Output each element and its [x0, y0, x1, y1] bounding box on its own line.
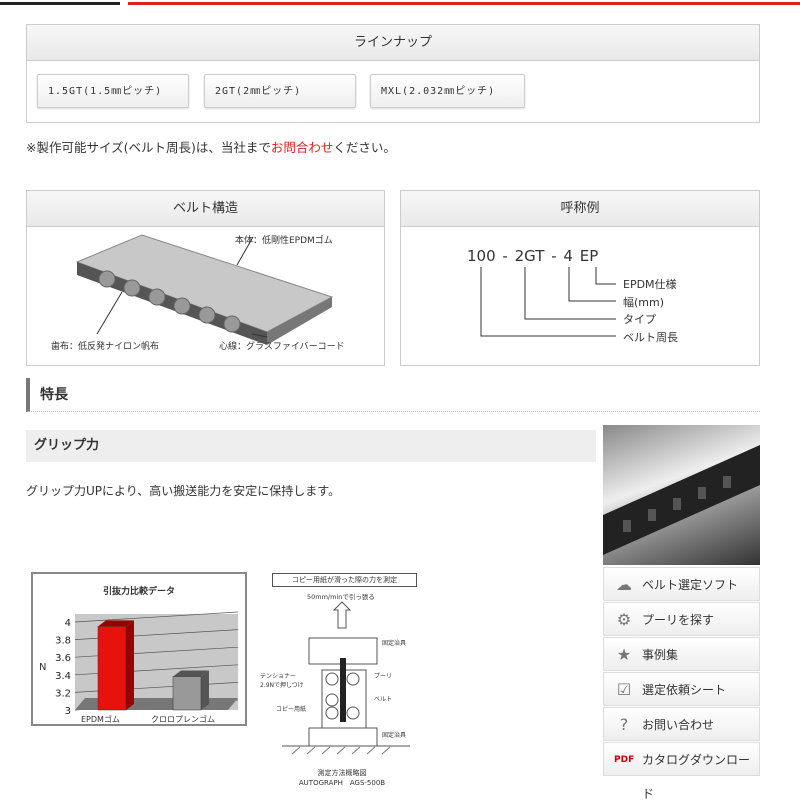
diagram-fix1: 固定治具	[382, 640, 407, 647]
bar-top	[98, 620, 134, 627]
naming-code: 100 - 2GT - 4 EP	[467, 247, 598, 265]
lineup-panel: ラインナップ 1.5GT(1.5㎜ピッチ) 2GT(2㎜ピッチ) MXL(2.0…	[26, 24, 760, 123]
y-tick-label: 3.8	[55, 636, 71, 647]
bar-side	[126, 620, 134, 710]
code-length: 100	[467, 247, 496, 265]
sidebar-contact[interactable]: ? お問い合わせ	[603, 707, 760, 741]
diagram-caption2: AUTOGRAPH AGS-500B	[298, 779, 386, 787]
diagram-pulley: プーリ	[374, 673, 393, 680]
code-width: 4	[563, 247, 573, 265]
sidebar-label: ベルト選定ソフト	[642, 578, 739, 592]
label-length: ベルト周長	[623, 330, 678, 344]
label-body: 本体：低剛性EPDMゴム	[235, 236, 333, 246]
y-tick-label: 3.6	[55, 653, 71, 664]
diagram-drawing	[282, 601, 410, 755]
features-heading: 特長	[26, 378, 760, 412]
question-icon: ?	[619, 715, 629, 734]
diagram-pull: 50mm/minで引っ張る	[307, 593, 375, 601]
y-tick-label: 3.4	[55, 671, 71, 682]
label-epdm: EPDM仕様	[623, 278, 677, 291]
bar-side	[201, 670, 209, 710]
diagram-caption1: 測定方法概略図	[317, 769, 367, 777]
x-label-epdm: EPDMゴム	[81, 715, 120, 724]
sidebar-label: カタログダウンロード	[642, 753, 751, 801]
note-text: ※製作可能サイズ(ベルト周長)は、当社まで	[26, 140, 271, 155]
grip-text: グリップ力UPにより、高い搬送能力を安定に保持します。	[26, 484, 341, 498]
label-cord: 心線：グラスファイバーコード	[219, 342, 345, 352]
sidebar-find-pulley[interactable]: ⚙ プーリを探す	[603, 602, 760, 636]
grip-heading: グリップ力	[26, 430, 596, 462]
pdf-icon: PDF	[614, 755, 635, 765]
cloud-icon: ☁	[616, 575, 632, 594]
belt-structure-title: ベルト構造	[27, 191, 384, 227]
naming-labels: EPDM仕様 幅(mm) タイプ ベルト周長	[623, 276, 678, 346]
checklist-icon: ☑	[616, 680, 632, 699]
label-tooth-fabric: 歯布：低反発ナイロン帆布	[51, 342, 160, 352]
sidebar-belt-software[interactable]: ☁ ベルト選定ソフト	[603, 567, 760, 601]
sidebar-catalog-download[interactable]: PDF カタログダウンロード	[603, 742, 760, 801]
note-text-end: ください。	[333, 140, 396, 155]
star-icon: ★	[616, 645, 632, 664]
sidebar-label: プーリを探す	[642, 613, 715, 627]
gear-icon: ⚙	[616, 610, 632, 629]
label-type: タイプ	[623, 313, 656, 326]
bar-epdm	[97, 626, 127, 711]
chart-plot: 3 3.2 3.4 3.6 3.8 4	[55, 611, 239, 717]
belt-structure-panel: ベルト構造 本体：低剛性EPDMゴム 歯布：低反発ナイロン帆布 心線：グラスファ…	[26, 190, 385, 366]
sidebar-label: お問い合わせ	[642, 718, 715, 732]
sidebar-label: 事例集	[642, 648, 679, 662]
sidebar-request-sheet[interactable]: ☑ 選定依頼シート	[603, 672, 760, 706]
contact-link[interactable]: お問合わせ	[270, 140, 334, 155]
diagram-fix2: 固定治具	[382, 732, 407, 739]
naming-example-panel: 呼称例 100 - 2GT - 4 EP EPDM仕様 幅(mm) タイプ ベル…	[400, 190, 760, 366]
diagram-belt: ベルト	[374, 696, 393, 703]
x-label-chloroprene: クロロプレンゴム	[151, 715, 215, 724]
diagram-top: コピー用紙が滑った際の力を測定	[272, 573, 417, 587]
code-type: 2GT	[514, 247, 545, 265]
chart-ylabel: N	[39, 662, 47, 673]
y-tick-label: 3.2	[55, 688, 71, 699]
naming-example-title: 呼称例	[401, 191, 759, 227]
gridline	[74, 611, 239, 623]
belt-structure-illustration	[75, 234, 334, 345]
chart-title: 引抜力比較データ	[102, 587, 175, 597]
top-bar-red	[128, 2, 800, 5]
code-dash: -	[502, 247, 508, 265]
size-note: ※製作可能サイズ(ベルト周長)は、当社までお問合わせください。	[26, 137, 396, 156]
y-tick-label: 3	[65, 706, 71, 717]
sidebar-case-studies[interactable]: ★ 事例集	[603, 637, 760, 671]
y-tick-label: 4	[65, 618, 71, 629]
label-width: 幅(mm)	[623, 295, 665, 309]
top-bar-dark	[0, 2, 120, 5]
bar-chloroprene	[172, 676, 202, 711]
belt-photo	[603, 425, 760, 565]
lineup-button-2gt[interactable]: 2GT(2㎜ピッチ)	[204, 74, 356, 108]
naming-leader-lines	[480, 267, 616, 337]
code-dash: -	[551, 247, 557, 265]
diagram-paper: コピー用紙	[276, 706, 307, 713]
sidebar-label: 選定依頼シート	[642, 683, 727, 697]
lineup-button-1.5gt[interactable]: 1.5GT(1.5㎜ピッチ)	[37, 74, 189, 108]
lineup-button-mxl[interactable]: MXL(2.032㎜ピッチ)	[370, 74, 525, 108]
diagram-tensioner: テンショナー 2.9Nで押しつけ	[260, 673, 304, 689]
pull-force-chart: 引抜力比較データ N 3 3.2 3.4 3.6 3.8 4 EPDMゴム クロロプレンゴ…	[31, 572, 247, 726]
measurement-diagram: コピー用紙が滑った際の力を測定 50mm/minで引っ張る 固定治具 プーリ テ…	[260, 572, 422, 792]
code-material: EP	[579, 247, 599, 265]
bar-top	[173, 670, 209, 677]
lineup-title: ラインナップ	[27, 25, 759, 61]
